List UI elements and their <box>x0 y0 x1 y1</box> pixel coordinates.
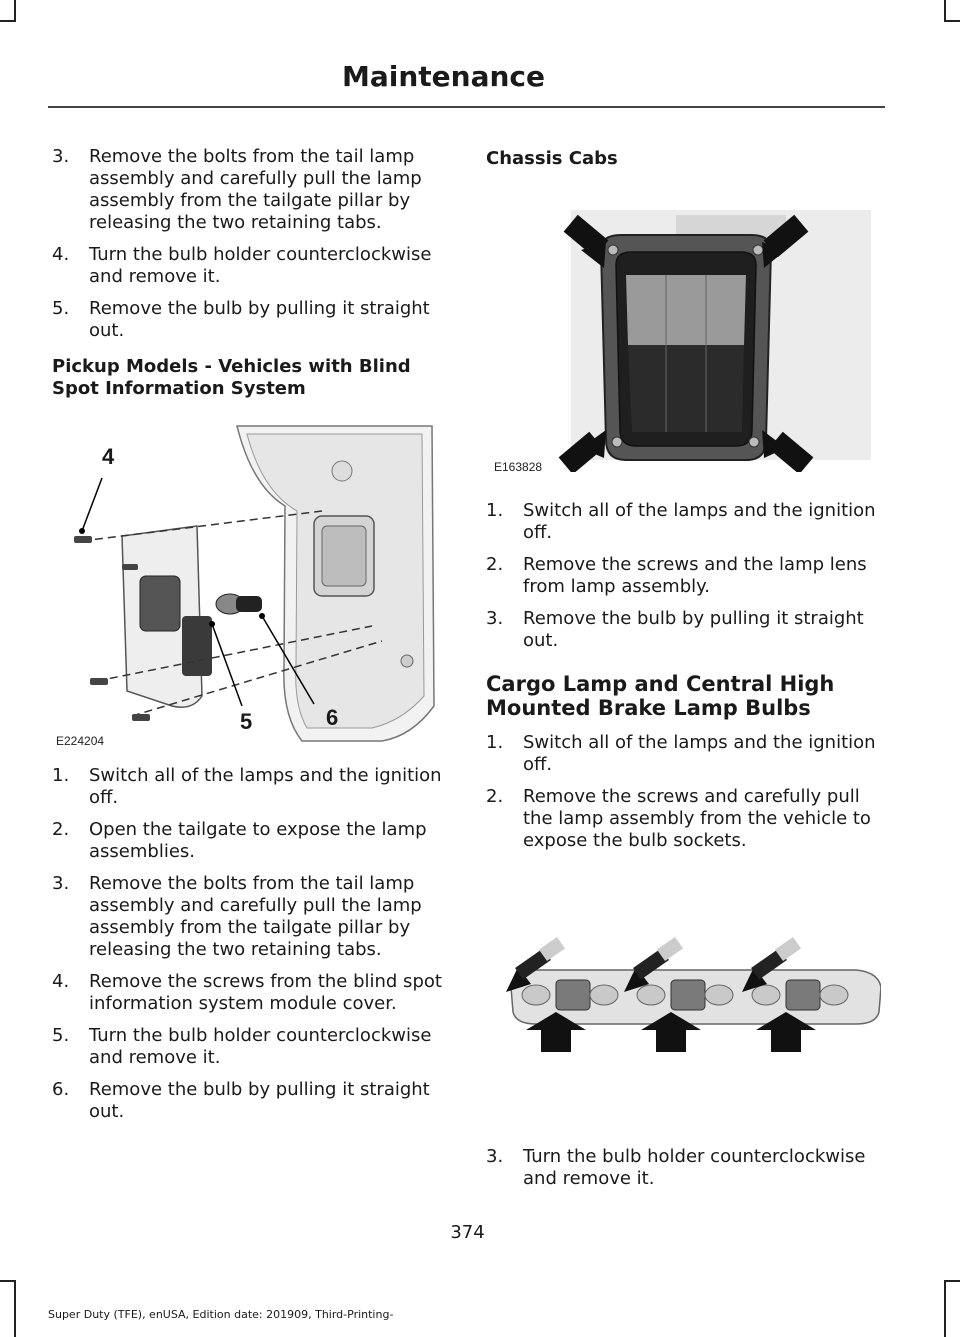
subsection-heading: Chassis Cabs <box>486 148 618 169</box>
tail-lamp-illustration: 4 5 6 E224204 <box>52 416 452 751</box>
brake-lamp-drawing <box>506 936 882 1052</box>
section-heading: Cargo Lamp and Central High Mounted Brak… <box>486 672 835 720</box>
step-list: 3.Remove the bolts from the tail lamp as… <box>52 146 452 342</box>
callout-5: 5 <box>240 709 253 734</box>
list-item: 3.Remove the bolts from the tail lamp as… <box>52 873 422 960</box>
subsection-heading: Pickup Models - Vehicles with Blind Spot… <box>52 356 411 399</box>
crop-mark <box>14 0 16 22</box>
crop-mark <box>14 1280 16 1337</box>
chassis-cab-lamp-illustration: E163828 <box>486 180 881 475</box>
crop-mark <box>0 20 16 22</box>
list-item: 3.Remove the bulb by pulling it straight… <box>486 608 864 651</box>
crop-mark <box>0 1280 16 1282</box>
page-title: Maintenance <box>341 60 545 93</box>
brake-lamp-illustration <box>486 862 882 1132</box>
crop-mark <box>944 1280 960 1282</box>
header-divider <box>48 106 885 108</box>
step-list: 1.Switch all of the lamps and the igniti… <box>486 732 881 852</box>
crop-mark <box>944 20 960 22</box>
list-item: 3.Turn the bulb holder counterclockwise … <box>486 1146 866 1189</box>
crop-mark <box>944 0 946 22</box>
step-list: 1.Switch all of the lamps and the igniti… <box>486 500 881 652</box>
crop-mark <box>944 1280 946 1337</box>
chassis-lamp-drawing <box>558 210 871 475</box>
step-list: 1.Switch all of the lamps and the igniti… <box>52 765 452 1123</box>
callout-4: 4 <box>102 444 115 469</box>
list-item: 3.Remove the bolts from the tail lamp as… <box>52 146 422 233</box>
list-item: 2.Remove the screws and the lamp lens fr… <box>486 554 867 597</box>
list-item: 4.Remove the screws from the blind spot … <box>52 971 442 1014</box>
edition-footer: Super Duty (TFE), enUSA, Edition date: 2… <box>48 1308 394 1321</box>
left-column: 3.Remove the bolts from the tail lamp as… <box>52 146 452 1133</box>
right-column: Chassis Cabs E163828 1.Switch all of the… <box>486 146 882 1200</box>
list-item: 5.Turn the bulb holder counterclockwise … <box>52 1025 432 1068</box>
list-item: 5.Remove the bulb by pulling it straight… <box>52 298 430 341</box>
figure-code: E163828 <box>494 460 543 474</box>
list-item: 6.Remove the bulb by pulling it straight… <box>52 1079 430 1122</box>
list-item: 2.Open the tailgate to expose the lamp a… <box>52 819 427 862</box>
list-item: 4.Turn the bulb holder counterclockwise … <box>52 244 432 287</box>
figure-code: E224204 <box>56 734 105 748</box>
step-list: 3.Turn the bulb holder counterclockwise … <box>486 1146 881 1190</box>
list-item: 2.Remove the screws and carefully pull t… <box>486 786 871 851</box>
callout-6: 6 <box>326 705 339 730</box>
tail-lamp-drawing <box>74 425 435 742</box>
page-number: 374 <box>450 1222 485 1243</box>
list-item: 1.Switch all of the lamps and the igniti… <box>52 765 442 808</box>
list-item: 1.Switch all of the lamps and the igniti… <box>486 732 876 775</box>
list-item: 1.Switch all of the lamps and the igniti… <box>486 500 876 543</box>
